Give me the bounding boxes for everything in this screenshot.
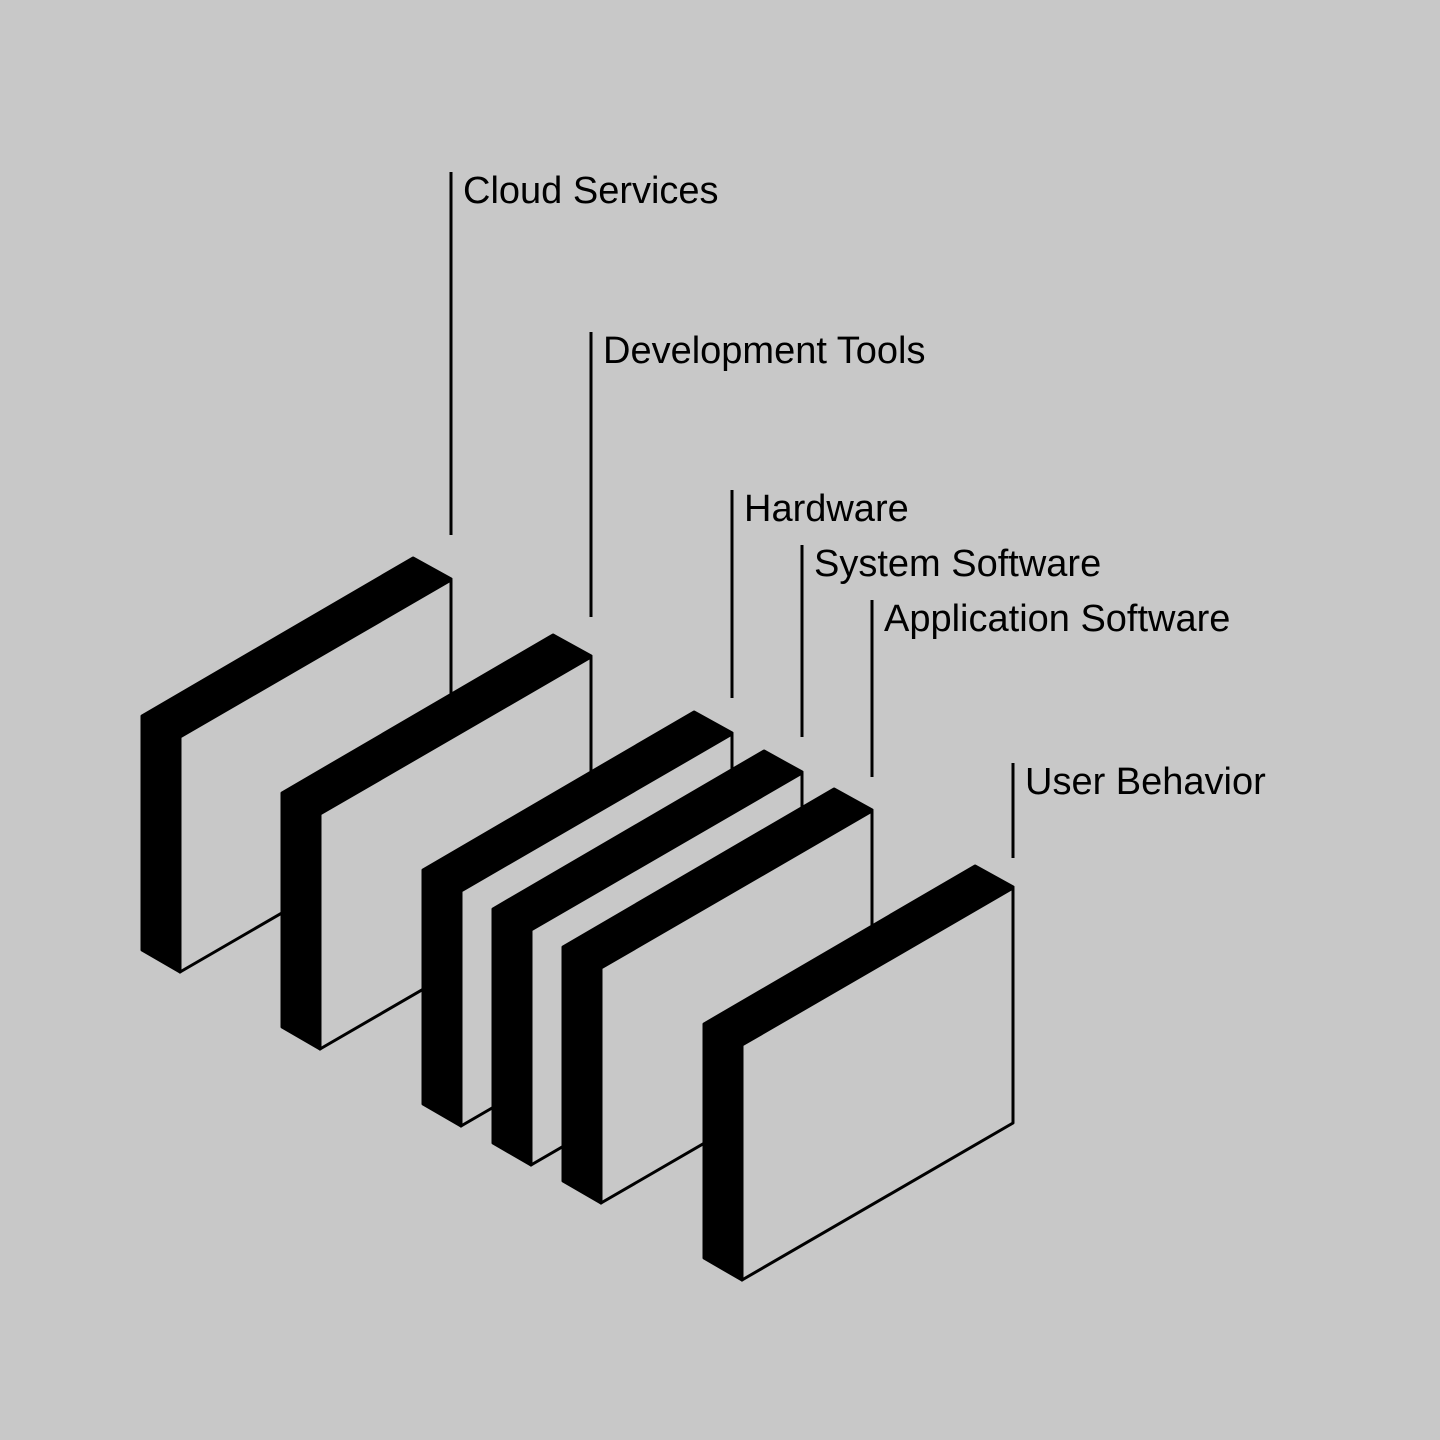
label-development-tools: Development Tools (603, 330, 926, 372)
label-user-behavior: User Behavior (1025, 761, 1266, 803)
label-application-software: Application Software (884, 598, 1231, 640)
label-hardware: Hardware (744, 488, 909, 530)
panel-face (740, 886, 1015, 1282)
label-system-software: System Software (814, 543, 1102, 585)
label-cloud-services: Cloud Services (463, 170, 719, 212)
